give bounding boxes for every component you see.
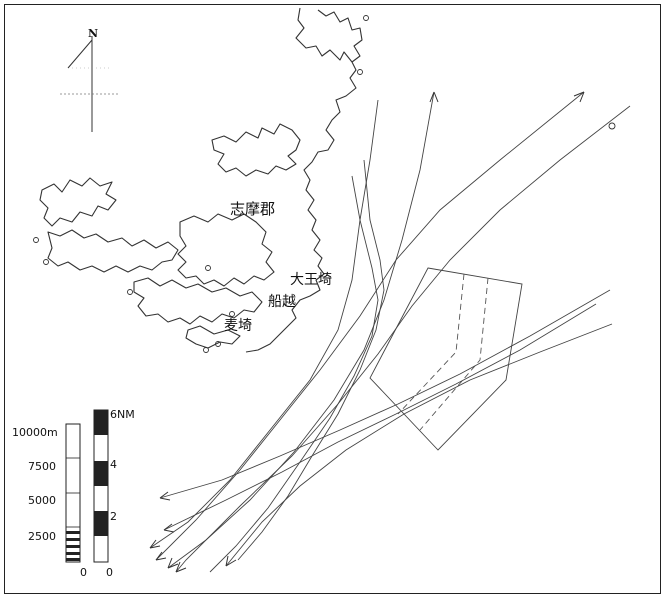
label-daiozaki-cape: 大王埼 <box>290 272 332 288</box>
track-line <box>225 323 613 567</box>
label-shima-district: 志摩郡 <box>230 200 275 218</box>
track-arrowheads <box>149 91 616 573</box>
nautical-label-4: 4 <box>110 458 117 471</box>
metric-label-5000: 5000 <box>28 494 56 507</box>
nautical-label-0: 0 <box>106 566 113 579</box>
metric-label-10000: 10000m <box>12 426 58 439</box>
coastline <box>33 7 369 353</box>
nautical-scale-bar: 6NM 4 2 0 <box>93 408 135 579</box>
track-line <box>237 159 385 561</box>
north-arrow: N <box>60 27 120 132</box>
nautical-label-2: 2 <box>110 510 117 523</box>
track-line <box>155 91 585 561</box>
metric-label-0: 0 <box>80 566 87 579</box>
track-line <box>149 99 379 549</box>
track-line <box>209 175 379 573</box>
metric-scale-bar: 10000m 7500 5000 2500 0 <box>12 423 87 579</box>
survey-zone <box>369 267 523 451</box>
ship-tracks <box>149 91 631 573</box>
map-frame <box>4 4 661 594</box>
track-line <box>163 303 597 531</box>
track-line <box>175 105 631 573</box>
metric-label-2500: 2500 <box>28 530 56 543</box>
label-funakoshi: 船越 <box>268 294 296 310</box>
metric-label-7500: 7500 <box>28 460 56 473</box>
track-line <box>159 289 611 499</box>
track-line <box>167 91 435 569</box>
north-label: N <box>88 27 98 40</box>
nautical-label-6nm: 6NM <box>110 408 135 421</box>
label-mugisaki: 麦埼 <box>224 318 252 334</box>
